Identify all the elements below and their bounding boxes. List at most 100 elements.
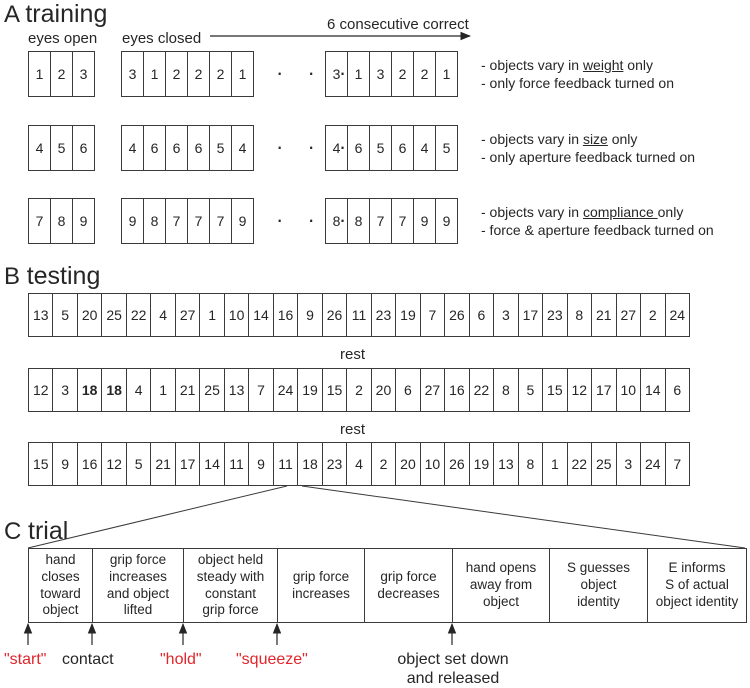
- test-cell: 7: [248, 368, 274, 412]
- trial-step-box: E informs S of actual object identity: [647, 548, 747, 623]
- test-cell: 13: [493, 442, 519, 486]
- training-cell: 5: [435, 125, 458, 171]
- test-cell: 15: [542, 368, 568, 412]
- event-start: "start": [4, 651, 47, 668]
- training-cell: 5: [209, 125, 232, 171]
- test-cell: 15: [321, 368, 348, 412]
- note-suffix: only: [657, 204, 684, 220]
- test-cell: 18: [101, 368, 127, 412]
- test-cell: 16: [444, 368, 470, 412]
- note-underlined-term: weight: [582, 57, 624, 73]
- criterion-label: 6 consecutive correct: [327, 16, 469, 33]
- test-cell: 3: [493, 293, 519, 337]
- training-cell: 2: [165, 51, 188, 97]
- note-underlined-term: size: [582, 131, 608, 147]
- test-cell: 5: [52, 293, 78, 337]
- test-cell: 11: [223, 442, 250, 486]
- test-cell: 1: [150, 368, 176, 412]
- test-cell: 26: [444, 293, 470, 337]
- section-b-heading: B testing: [4, 264, 100, 289]
- test-cell: 17: [517, 293, 544, 337]
- test-cell: 2: [640, 293, 666, 337]
- training-cell: 9: [72, 198, 95, 244]
- training-cell: 9: [121, 198, 144, 244]
- ellipsis-dots: · · ·: [276, 134, 356, 159]
- test-cell: 3: [52, 368, 78, 412]
- test-cell: 21: [174, 368, 201, 412]
- test-cell: 4: [346, 442, 372, 486]
- test-cell: 20: [370, 368, 397, 412]
- test-cell: 1: [542, 442, 568, 486]
- test-cell: 23: [321, 442, 348, 486]
- condition-note-1: - objects vary in weight only: [481, 58, 653, 72]
- training-cell: 6: [143, 125, 166, 171]
- test-cell: 7: [664, 442, 690, 486]
- section-c-letter: C: [4, 518, 22, 545]
- test-cell: 26: [444, 442, 470, 486]
- test-cell: 8: [517, 442, 544, 486]
- test-cell: 25: [591, 442, 617, 486]
- test-cell: 19: [395, 293, 421, 337]
- zoom-line-left: [27, 485, 288, 549]
- test-cell: 13: [28, 293, 54, 337]
- test-cell: 22: [468, 368, 495, 412]
- event-squeeze: "squeeze": [236, 651, 308, 668]
- test-cell: 27: [419, 368, 446, 412]
- training-cell: 5: [50, 125, 73, 171]
- test-cell: 7: [419, 293, 446, 337]
- test-cell: 10: [615, 368, 642, 412]
- section-b-title: testing: [26, 262, 101, 290]
- training-cell: 7: [28, 198, 51, 244]
- condition-note-1: - objects vary in size only: [481, 132, 637, 146]
- trial-step-box: grip force increases and object lifted: [92, 548, 184, 623]
- training-cell: 6: [391, 125, 414, 171]
- training-cell: 9: [231, 198, 254, 244]
- test-cell: 15: [28, 442, 54, 486]
- section-c-title: trial: [28, 517, 69, 545]
- test-cell: 27: [174, 293, 201, 337]
- test-cell: 6: [468, 293, 495, 337]
- test-cell: 1: [199, 293, 225, 337]
- training-cell: 7: [209, 198, 232, 244]
- test-cell: 14: [248, 293, 274, 337]
- test-cell: 12: [28, 368, 54, 412]
- test-cell: 18: [76, 368, 103, 412]
- training-cell: 2: [413, 51, 436, 97]
- note-suffix: only: [623, 57, 653, 73]
- test-cell: 24: [664, 293, 690, 337]
- test-cell: 8: [493, 368, 519, 412]
- section-b-letter: B: [4, 263, 21, 290]
- training-cell: 2: [209, 51, 232, 97]
- test-cell: 9: [52, 442, 78, 486]
- training-cell: 9: [435, 198, 458, 244]
- section-a-heading: A training: [4, 2, 107, 27]
- training-cell: 8: [50, 198, 73, 244]
- trial-step-box: grip force decreases: [364, 548, 453, 623]
- test-cell: 27: [615, 293, 642, 337]
- test-cell: 17: [174, 442, 201, 486]
- training-cell: 4: [28, 125, 51, 171]
- training-cell: 6: [187, 125, 210, 171]
- test-cell: 11: [346, 293, 372, 337]
- test-cell: 25: [199, 368, 225, 412]
- eyes-closed-label: eyes closed: [122, 30, 202, 47]
- trial-step-box: hand closes toward object: [28, 548, 93, 623]
- test-cell: 12: [566, 368, 593, 412]
- training-cell: 7: [165, 198, 188, 244]
- test-cell: 6: [395, 368, 421, 412]
- ellipsis-dots: · · ·: [276, 60, 356, 85]
- event-hold: "hold": [160, 651, 202, 668]
- training-cell: 1: [231, 51, 254, 97]
- condition-note-2: - force & aperture feedback turned on: [481, 222, 714, 238]
- test-cell: 12: [101, 442, 127, 486]
- test-cell: 9: [248, 442, 274, 486]
- training-cell: 3: [369, 51, 392, 97]
- eyes-open-label: eyes open: [28, 30, 98, 47]
- training-cell: 1: [143, 51, 166, 97]
- trial-step-box: hand opens away from object: [452, 548, 550, 623]
- test-cell: 24: [272, 368, 299, 412]
- rest-label-1: rest: [340, 346, 366, 363]
- test-cell: 23: [542, 293, 568, 337]
